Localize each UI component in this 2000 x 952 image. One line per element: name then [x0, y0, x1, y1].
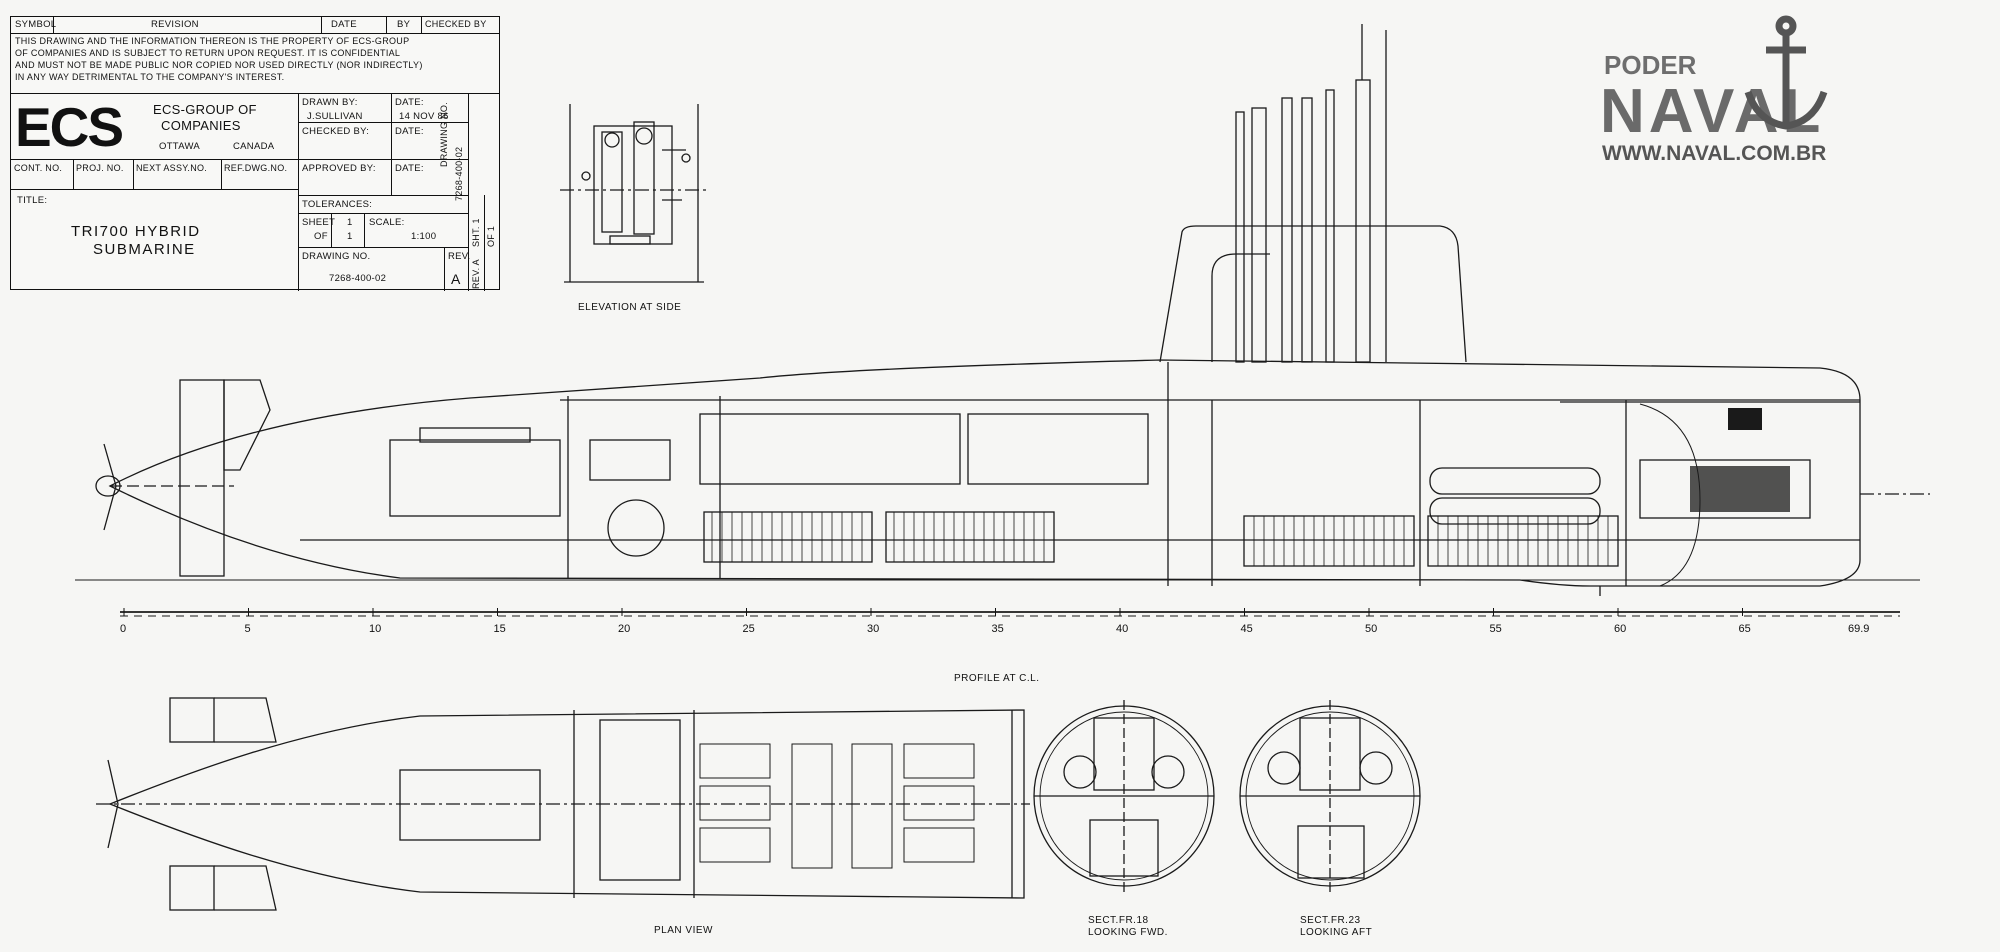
title-label: TITLE:	[17, 195, 48, 206]
drawn-by-label: DRAWN BY:	[302, 97, 358, 108]
profile-label: PROFILE AT C.L.	[954, 673, 1040, 684]
proj-no-label: PROJ. NO.	[76, 163, 124, 173]
watermark-url: WWW.NAVAL.COM.BR	[1602, 142, 1826, 165]
ref-dwg-label: REF.DWG.NO.	[224, 163, 288, 173]
section-18-direction: LOOKING FWD.	[1088, 927, 1168, 938]
col-symbol: SYMBOL	[15, 19, 57, 30]
col-by: BY	[397, 19, 411, 30]
plan-view-label: PLAN VIEW	[654, 925, 713, 936]
cont-no-label: CONT. NO.	[14, 163, 63, 173]
scale-tick-label: 65	[1739, 623, 1751, 635]
col-checked-by: CHECKED BY	[425, 19, 487, 29]
scale-tick-label: 55	[1490, 623, 1502, 635]
notice-line: OF COMPANIES AND IS SUBJECT TO RETURN UP…	[15, 48, 401, 58]
scale-tick-label: 35	[992, 623, 1004, 635]
scale-tick-label: 45	[1241, 623, 1253, 635]
scale-tick-label: 25	[743, 623, 755, 635]
watermark-top: PODER	[1604, 50, 1697, 80]
elevation-at-side-view	[560, 104, 708, 283]
title-block: SYMBOL REVISION DATE BY CHECKED BY THIS …	[10, 16, 500, 291]
date-value: 14 NOV 86	[399, 111, 449, 122]
company-line-2: COMPANIES	[161, 118, 241, 133]
scale-tick-label: 50	[1365, 623, 1377, 635]
scale-tick-label: 30	[867, 623, 879, 635]
next-assy-label: NEXT ASSY.NO.	[136, 163, 208, 173]
company-country: CANADA	[233, 141, 275, 152]
scale-end-label: 69.9	[1848, 623, 1869, 635]
date-label: DATE:	[395, 126, 424, 137]
scale-tick-label: 20	[618, 623, 630, 635]
drawn-by-value: J.SULLIVAN	[307, 111, 363, 122]
notice-line: IN ANY WAY DETRIMENTAL TO THE COMPANY'S …	[15, 72, 285, 82]
section-fr-18-view	[1033, 700, 1215, 892]
plan-view	[96, 697, 1030, 911]
sheet-of: OF	[314, 231, 328, 242]
notice-line: AND MUST NOT BE MADE PUBLIC NOR COPIED N…	[15, 60, 423, 70]
section-18-label: SECT.FR.18	[1088, 915, 1149, 926]
scale-tick-label: 0	[120, 623, 126, 635]
rev-value: A	[451, 271, 461, 287]
scale-tick-label: 40	[1116, 623, 1128, 635]
tolerances-label: TOLERANCES:	[302, 199, 373, 210]
drawing-no-label: DRAWING NO.	[302, 251, 371, 262]
company-line-1: ECS-GROUP OF	[153, 102, 257, 117]
scale-tick-label: 10	[369, 623, 381, 635]
notice-line: THIS DRAWING AND THE INFORMATION THEREON…	[15, 36, 410, 46]
drawing-title-line-2: SUBMARINE	[93, 241, 196, 258]
sheet-value: 1	[347, 217, 353, 228]
section-23-direction: LOOKING AFT	[1300, 927, 1373, 938]
col-revision: REVISION	[151, 19, 199, 30]
sheet-total: 1	[347, 231, 353, 242]
scale-value: 1:100	[411, 231, 437, 242]
ecs-logo: ECS	[15, 96, 124, 158]
anchor-icon	[1744, 15, 1828, 130]
approved-by-label: APPROVED BY:	[302, 163, 376, 174]
scale-bar	[120, 611, 1900, 617]
scale-tick-label: 15	[494, 623, 506, 635]
scale-tick-label: 5	[245, 623, 251, 635]
profile-at-cl-view	[75, 24, 1930, 596]
poder-naval-watermark: PODER NAVAL WWW.NAVAL.COM.BR	[1598, 14, 1958, 174]
drawing-no-value: 7268-400-02	[329, 273, 387, 284]
scale-label: SCALE:	[369, 217, 405, 228]
date-label: DATE:	[395, 163, 424, 174]
rev-label: REV.	[448, 251, 471, 262]
drawing-title-line-1: TRI700 HYBRID	[71, 223, 201, 240]
section-23-label: SECT.FR.23	[1300, 915, 1361, 926]
date-label: DATE:	[395, 97, 424, 108]
sheet-label: SHEET	[302, 217, 336, 228]
scale-tick-labels: 0 5 10 15 20 25 30 35 40 45 50 55 60 65	[120, 608, 1751, 635]
elevation-label: ELEVATION AT SIDE	[578, 302, 682, 313]
scale-tick-label: 60	[1614, 623, 1626, 635]
section-fr-23-view	[1239, 700, 1421, 892]
col-date: DATE	[331, 19, 357, 30]
checked-by-label: CHECKED BY:	[302, 126, 370, 137]
company-city: OTTAWA	[159, 141, 201, 152]
